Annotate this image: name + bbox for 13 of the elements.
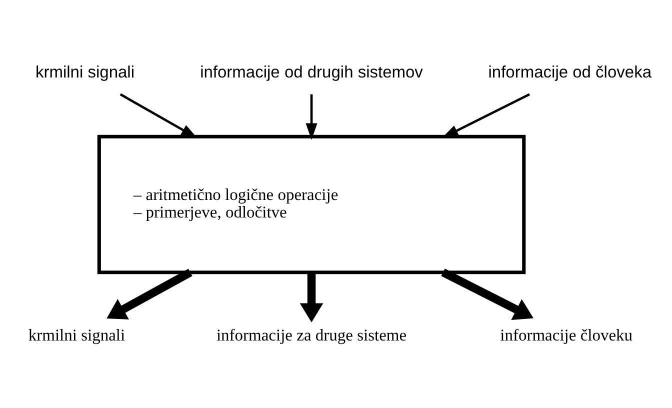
node-text: informacije od drugih sistemov <box>200 62 423 81</box>
arrow <box>306 94 318 140</box>
arrow <box>441 268 534 320</box>
arrow <box>120 92 198 138</box>
node-box: – aritmetično logične operacije – primerjeve, odločitve <box>97 134 526 274</box>
arrow <box>442 92 530 138</box>
node-text: informacije človeku <box>500 324 633 344</box>
node-text: informacije od človeka <box>488 62 652 81</box>
node-text: informacije za druge sisteme <box>216 324 407 344</box>
arrow <box>300 272 324 322</box>
node-text: krmilni signali <box>28 324 126 344</box>
arrow <box>106 268 192 319</box>
node-text: krmilni signali <box>35 62 135 81</box>
